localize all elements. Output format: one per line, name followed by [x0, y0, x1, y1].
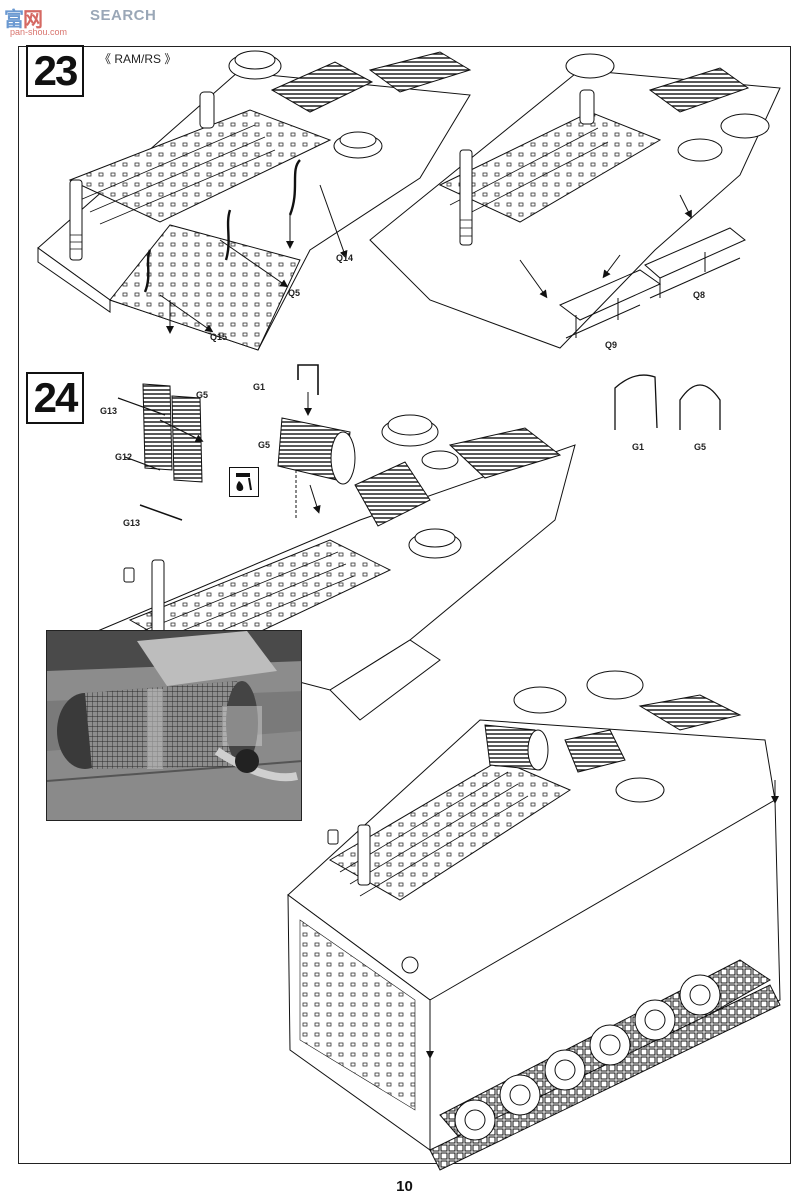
part-label-q8: Q8	[693, 290, 706, 300]
part-label-q15: Q15	[210, 332, 228, 342]
step-number-23: 23	[26, 45, 84, 97]
part-label-g12: G12	[115, 452, 133, 462]
page-frame	[18, 46, 791, 1164]
step23-left-view	[37, 50, 472, 351]
glue-drop-icon	[236, 473, 252, 491]
part-label-g1-detail: G1	[632, 442, 645, 452]
watermark-logo-red: 网	[23, 7, 43, 31]
part-label-g5-vehicle: G5	[258, 440, 271, 450]
part-label-g5-grille: G5	[196, 390, 209, 400]
part-label-g13-top: G13	[100, 406, 118, 416]
reference-photo	[46, 630, 302, 821]
watermark-logo: 富网	[4, 3, 84, 31]
step23-right-view	[369, 53, 781, 349]
part-label-g1-vehicle: G1	[253, 382, 266, 392]
step-number-24: 24	[26, 372, 84, 424]
watermark-logo-text: 富网	[4, 7, 43, 31]
part-label-q9: Q9	[605, 340, 618, 350]
step-number-label: 23	[33, 47, 79, 94]
step24-grille-parts	[117, 383, 204, 521]
part-label-g5-detail: G5	[694, 442, 707, 452]
part-label-q5: Q5	[288, 288, 301, 298]
glue-box	[229, 467, 259, 497]
part-label-g13-bottom: G13	[123, 518, 141, 528]
step-number-label: 24	[33, 374, 79, 421]
step24-lower-view	[287, 670, 781, 1171]
part-label-q14: Q14	[336, 253, 354, 263]
watermark-url: pan-shou.com	[10, 27, 68, 37]
page-number: 10	[396, 1178, 413, 1195]
watermark-title: SEARCH	[90, 7, 157, 24]
reference-photo-image	[47, 631, 301, 820]
variant-label: 《 RAM/RS 》	[99, 52, 177, 66]
step24-part-details	[614, 374, 721, 430]
watermark: 富网 SEARCH pan-shou.com	[4, 3, 204, 37]
